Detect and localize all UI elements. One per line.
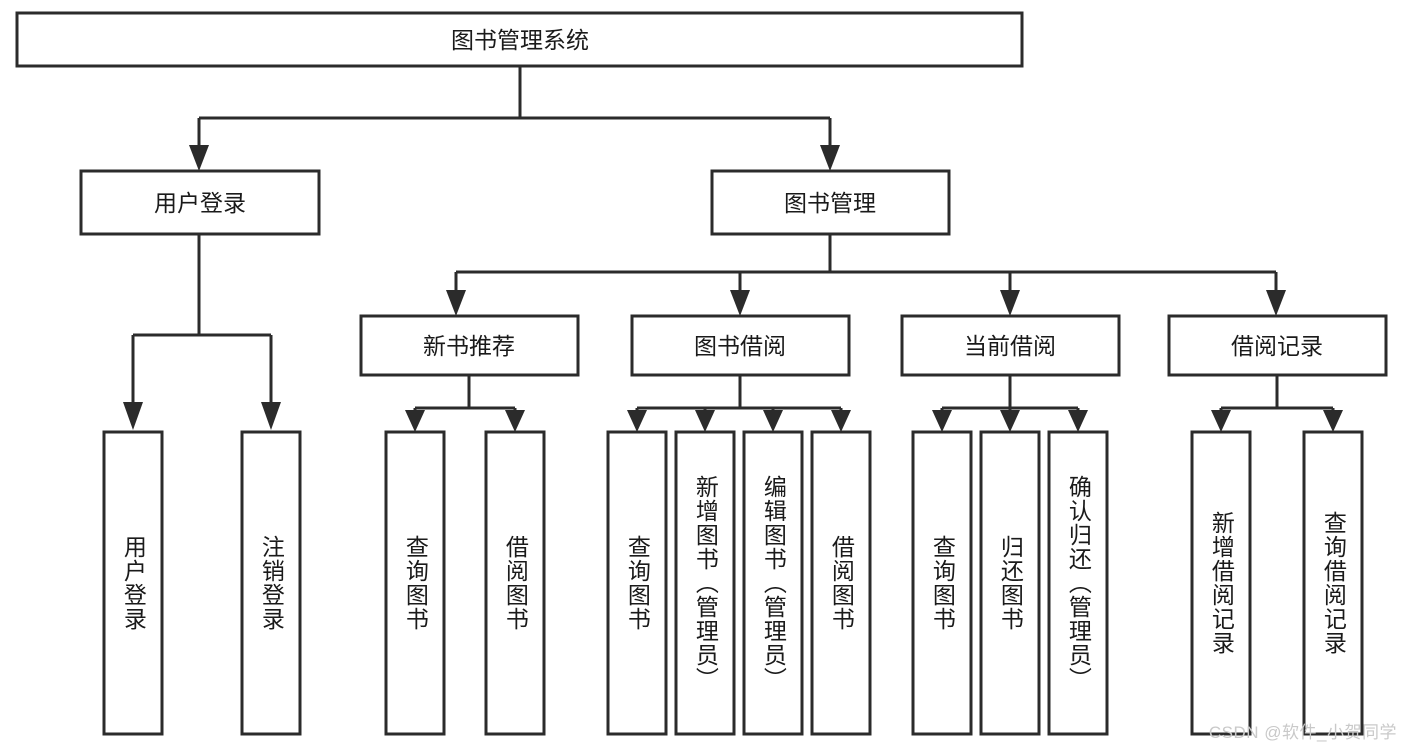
- arrow-root-to-user-login: [189, 145, 209, 171]
- node-user-login[interactable]: [79, 169, 321, 236]
- node-leaf-add-book-admin[interactable]: [674, 430, 736, 736]
- node-leaf-borrow-book[interactable]: [810, 430, 872, 736]
- node-leaf-user-login[interactable]: [102, 430, 164, 736]
- node-new-book-recommend[interactable]: [359, 314, 580, 377]
- arrow-newbook-leaf-1: [405, 410, 425, 432]
- node-leaf-query-book-recommend[interactable]: [384, 430, 446, 736]
- watermark-text: CSDN @软件_小贺同学: [1208, 723, 1397, 742]
- node-book-borrow[interactable]: [630, 314, 851, 377]
- arrow-borrowrecord-leaf-2: [1323, 410, 1343, 432]
- arrow-currentborrow-leaf-2: [1000, 410, 1020, 432]
- arrow-bookborrow-leaf-3: [763, 410, 783, 432]
- arrow-bookborrow-leaf-2: [695, 410, 715, 432]
- arrow-bookborrow-leaf-4: [831, 410, 851, 432]
- node-borrow-record[interactable]: [1167, 314, 1388, 377]
- node-leaf-logout[interactable]: [240, 430, 302, 736]
- arrow-userlogin-leaf-2: [261, 402, 281, 430]
- arrow-bookmanage-to-current-borrow: [1000, 290, 1020, 316]
- node-book-borrow-label: 图书借阅: [694, 333, 786, 359]
- arrow-bookmanage-to-borrow-record: [1266, 290, 1286, 316]
- arrow-bookborrow-leaf-1: [627, 410, 647, 432]
- node-leaf-query-book-current[interactable]: [911, 430, 973, 736]
- arrow-newbook-leaf-2: [505, 410, 525, 432]
- arrow-userlogin-leaf-1: [123, 402, 143, 430]
- arrow-root-to-book-manage: [820, 145, 840, 171]
- node-new-book-recommend-label: 新书推荐: [423, 333, 515, 359]
- node-leaf-return-book[interactable]: [979, 430, 1041, 736]
- node-current-borrow[interactable]: [900, 314, 1121, 377]
- node-leaf-confirm-return-admin[interactable]: [1047, 430, 1109, 736]
- node-root-label: 图书管理系统: [451, 27, 589, 53]
- arrow-borrowrecord-leaf-1: [1211, 410, 1231, 432]
- node-leaf-query-borrow-record[interactable]: [1302, 430, 1364, 736]
- node-current-borrow-label: 当前借阅: [964, 333, 1056, 359]
- arrow-currentborrow-leaf-3: [1068, 410, 1088, 432]
- node-user-login-label: 用户登录: [154, 190, 246, 216]
- node-book-management[interactable]: [710, 169, 951, 236]
- node-root-book-management-system[interactable]: [15, 11, 1024, 68]
- node-leaf-query-book-borrow[interactable]: [606, 430, 668, 736]
- node-book-management-label: 图书管理: [784, 190, 876, 216]
- node-borrow-record-label: 借阅记录: [1231, 333, 1323, 359]
- node-leaf-add-borrow-record[interactable]: [1190, 430, 1252, 736]
- arrow-currentborrow-leaf-1: [932, 410, 952, 432]
- arrow-bookmanage-to-book-borrow: [730, 290, 750, 316]
- node-leaf-edit-book-admin[interactable]: [742, 430, 804, 736]
- arrow-bookmanage-to-new-book: [446, 290, 466, 316]
- node-leaf-borrow-book-recommend[interactable]: [484, 430, 546, 736]
